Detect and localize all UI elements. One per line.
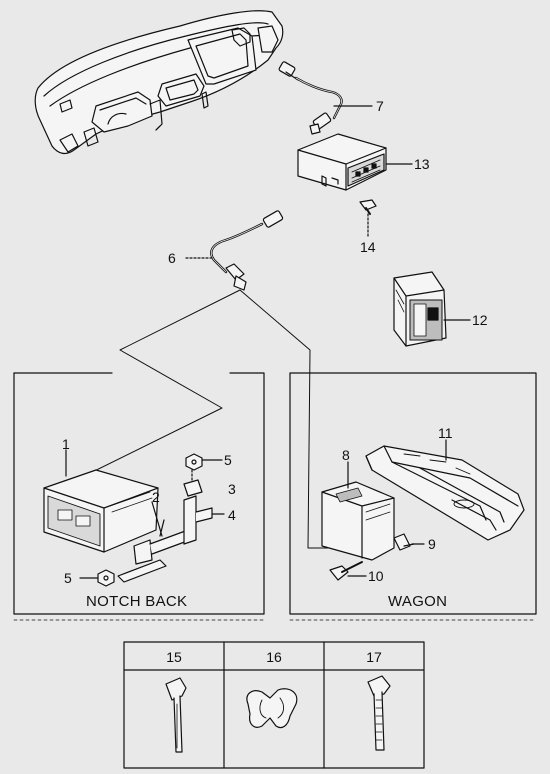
part-5-nut-upper — [185, 453, 203, 471]
parts-table — [123, 641, 425, 769]
part-7-antenna-cable — [278, 61, 343, 135]
callout-5-upper: 5 — [224, 452, 232, 468]
part-15-cable-tie — [165, 677, 187, 753]
callout-10: 10 — [368, 568, 384, 584]
part-8-cd-changer — [321, 481, 395, 561]
part-3-clip — [183, 469, 203, 497]
table-header-17: 17 — [366, 649, 382, 665]
part-16-clamp — [246, 688, 298, 729]
callout-8: 8 — [342, 447, 350, 463]
part-13-radio-unit — [297, 133, 387, 191]
leader-2 — [151, 501, 163, 537]
part-6-cable — [210, 210, 284, 291]
wagon-label: WAGON — [388, 593, 448, 610]
callout-13: 13 — [414, 156, 430, 172]
callout-9: 9 — [428, 536, 436, 552]
notch-back-panel — [13, 372, 265, 621]
part-12-cassette — [393, 271, 447, 347]
dashboard-illustration — [34, 10, 284, 155]
wagon-panel — [289, 372, 537, 621]
callout-2: 2 — [152, 489, 160, 505]
callout-11: 11 — [438, 425, 453, 441]
part-14-screw — [359, 199, 377, 215]
part-11-tray — [365, 445, 525, 541]
callout-3: 3 — [228, 481, 236, 497]
part-9-bracket — [393, 533, 415, 551]
table-header-16: 16 — [266, 649, 282, 665]
callout-12: 12 — [472, 312, 488, 328]
part-1-cd-changer — [43, 469, 159, 553]
callout-14: 14 — [360, 239, 376, 255]
callout-5-lower: 5 — [64, 570, 72, 586]
callout-6: 6 — [168, 250, 176, 266]
part-17-cable-tie — [367, 675, 391, 751]
callout-1: 1 — [62, 436, 70, 452]
connection-lines — [63, 289, 337, 549]
part-5-nut-lower — [97, 569, 115, 587]
callout-4: 4 — [228, 507, 236, 523]
part-10-bolt — [329, 561, 363, 581]
part-2-4-bracket — [117, 495, 213, 583]
notch-back-label: NOTCH BACK — [86, 593, 188, 610]
table-header-15: 15 — [166, 649, 182, 665]
callout-7: 7 — [376, 98, 384, 114]
